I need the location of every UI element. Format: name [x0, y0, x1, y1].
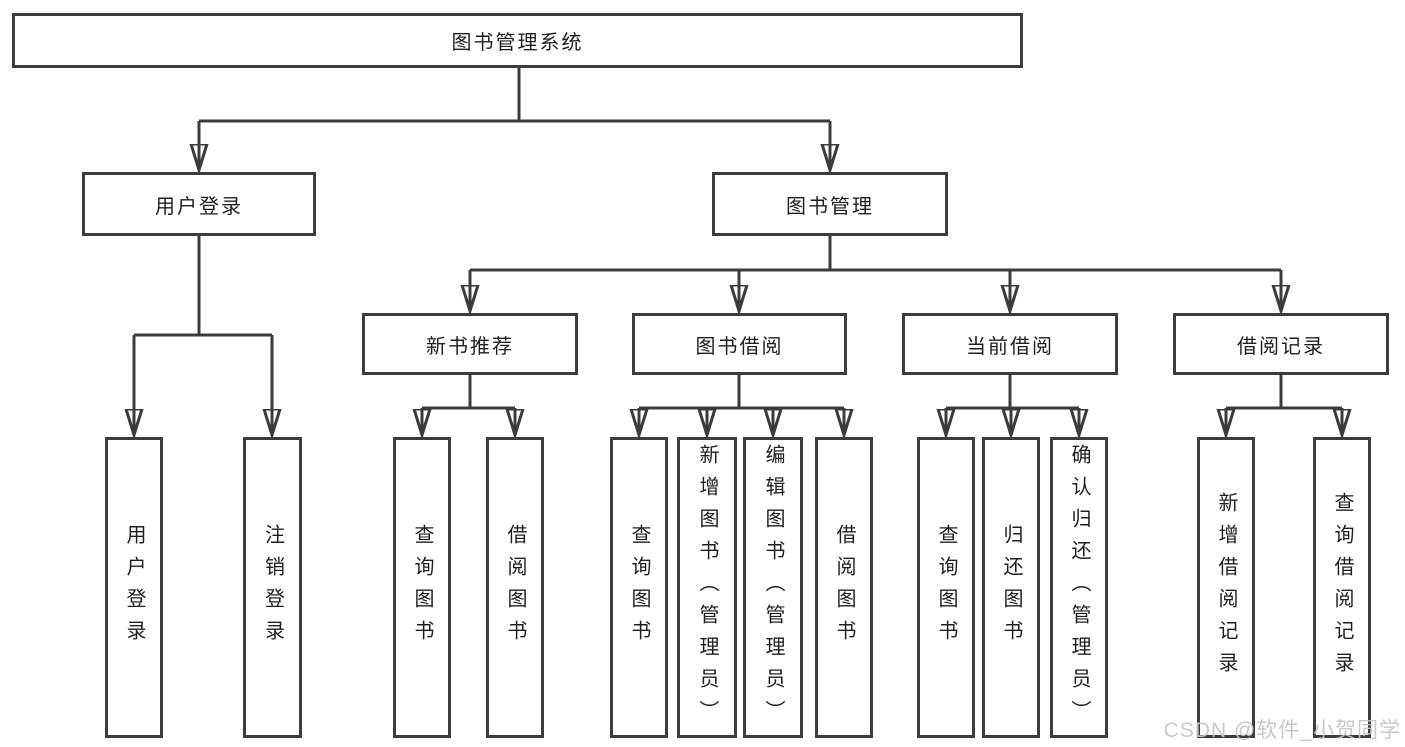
leaf-add-books-admin: 新增图书（管理员） — [677, 437, 737, 738]
node-new-book-recommend: 新书推荐 — [362, 313, 578, 375]
leaf-query-borrow-record: 查询借阅记录 — [1313, 437, 1371, 738]
csdn-watermark: CSDN @软件_小贺同学 — [1163, 719, 1401, 742]
leaf-confirm-return-admin: 确认归还（管理员） — [1050, 437, 1108, 738]
node-label: 查询图书 — [411, 523, 433, 652]
node-user-login: 用户登录 — [82, 172, 316, 236]
node-book-management: 图书管理 — [712, 172, 948, 236]
node-label: 归还图书 — [1000, 523, 1022, 652]
node-label: 新增图书（管理员） — [696, 443, 718, 732]
node-label: 查询借阅记录 — [1331, 491, 1353, 684]
node-label: 图书管理 — [786, 195, 874, 218]
node-label: 图书管理系统 — [451, 32, 584, 54]
node-book-borrowing: 图书借阅 — [632, 313, 847, 375]
leaf-borrow-books: 借阅图书 — [815, 437, 873, 738]
node-current-borrowing: 当前借阅 — [902, 313, 1118, 375]
node-label: 查询图书 — [935, 523, 957, 652]
leaf-add-borrow-record: 新增借阅记录 — [1197, 437, 1255, 738]
node-root-library-system: 图书管理系统 — [12, 13, 1023, 68]
node-label: 编辑图书（管理员） — [762, 443, 784, 732]
leaf-logout: 注销登录 — [243, 437, 302, 738]
node-label: 用户登录 — [123, 523, 145, 652]
leaf-return-books: 归还图书 — [982, 437, 1040, 738]
node-borrowing-records: 借阅记录 — [1173, 313, 1389, 375]
node-label: 确认归还（管理员） — [1068, 443, 1090, 732]
node-label: 用户登录 — [155, 195, 243, 218]
node-label: 图书借阅 — [695, 335, 784, 358]
leaf-query-books-recommend: 查询图书 — [393, 437, 451, 738]
node-label: 新增借阅记录 — [1215, 491, 1237, 684]
leaf-edit-books-admin: 编辑图书（管理员） — [743, 437, 803, 738]
leaf-borrow-books-recommend: 借阅图书 — [486, 437, 544, 738]
node-label: 借阅图书 — [504, 523, 526, 652]
node-label: 新书推荐 — [426, 335, 514, 358]
leaf-user-login: 用户登录 — [105, 437, 163, 738]
leaf-query-books-current: 查询图书 — [917, 437, 975, 738]
node-label: 借阅图书 — [833, 523, 855, 652]
node-label: 借阅记录 — [1237, 335, 1325, 358]
node-label: 查询图书 — [628, 523, 650, 652]
leaf-query-books-borrowing: 查询图书 — [610, 437, 668, 738]
node-label: 注销登录 — [261, 523, 284, 652]
node-label: 当前借阅 — [966, 335, 1054, 358]
